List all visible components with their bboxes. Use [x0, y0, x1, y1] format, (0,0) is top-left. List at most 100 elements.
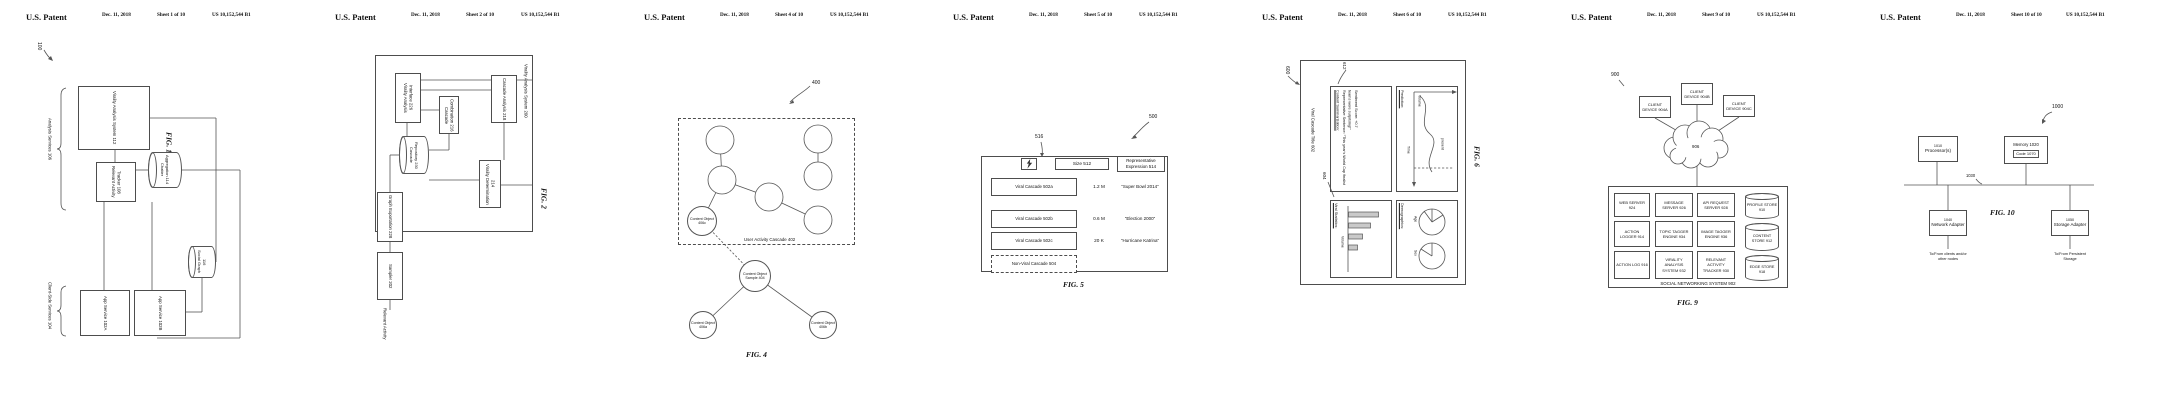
sheet-number: Sheet 5 of 10	[1084, 12, 1112, 18]
fig6-demographics-heading: Demographics:	[1399, 203, 1404, 229]
fig6-time-axis-label: Time	[1406, 146, 1410, 154]
fig1-social-graph-cylinder: Social Graph 116	[188, 246, 216, 278]
fig9-message-server-box: MESSAGE SERVER 926	[1655, 193, 1693, 217]
fig6-age-pie-label: Age	[1413, 216, 1417, 222]
fig10-storage-note: To/From Persistent Storage	[2048, 252, 2092, 261]
fig9-profile-store-cylinder: PROFILE STORE 910	[1745, 193, 1779, 219]
fig10-network-adapter-box: 1040 Network Adapter	[1929, 210, 1967, 236]
patent-date: Dec. 11, 2018	[1647, 12, 1676, 18]
patent-sheet-2: U.S. Patent Dec. 11, 2018 Sheet 2 of 10 …	[309, 0, 618, 400]
patent-sheet-1: U.S. Patent Dec. 11, 2018 Sheet 1 of 10 …	[0, 0, 309, 400]
fig1-chatter-aggregation-cylinder: Chatter Aggregation 114	[148, 152, 182, 188]
fig9-cloud-reference: 906	[1692, 144, 1699, 150]
fig9-virality-analysis-system-box: VIRALITY ANALYSIS SYSTEM 932	[1655, 251, 1693, 279]
fig9-web-server-box: WEB SERVER 924	[1614, 193, 1650, 217]
patent-number: US 10,152,544 B1	[830, 12, 869, 18]
fig6-stats-heading: Viral Statistics:	[1333, 203, 1338, 228]
patent-title: U.S. Patent	[1262, 12, 1303, 22]
fig5-viral-cascade-row: Viral Cascade 502a	[991, 178, 1077, 196]
patent-date: Dec. 11, 2018	[102, 12, 131, 18]
fig2-virality-analysis-interface-box: Virality Analysis Interface 226	[395, 73, 421, 123]
fig5-reference-numeral: 500	[1149, 114, 1157, 120]
fig1-relevant-activity-tracker-box: Relevant Activity Tracker 108	[96, 162, 136, 202]
fig1-connector-lines	[0, 0, 309, 400]
fig9-client-device-b-box: CLIENT DEVICE 904B	[1681, 83, 1713, 105]
fig1-analysis-services-brace-label: Analysis Services 106	[47, 118, 52, 160]
fig1-caption: FIG. 1	[164, 132, 173, 153]
fig6-content-summarization-text: Content Summarization: Representative Se…	[1333, 90, 1389, 188]
fig2-cascade-repository-cylinder: Cascade Repository 230	[399, 136, 429, 174]
fig9-image-tagger-engine-box: IMAGE TAGGER ENGINE 936	[1697, 221, 1735, 247]
patent-date: Dec. 11, 2018	[1956, 12, 1985, 18]
fig2-relevant-activity-input-label: Relevant Activity	[382, 308, 387, 340]
fig9-reference-numeral: 900	[1611, 72, 1619, 78]
fig6-reference-numeral: 600	[1284, 66, 1290, 74]
fig9-topic-tagger-engine-box: TOPIC TAGGER ENGINE 934	[1655, 221, 1693, 247]
fig6-summary-score: Sentiment Score: +0.7	[1353, 90, 1359, 188]
fig4-content-object-b-node: Content Object 406b	[809, 311, 837, 339]
fig9-action-log-box: ACTION LOG 916	[1614, 251, 1650, 279]
fig10-memory-box: Memory 1020 Code 1070	[2004, 136, 2048, 164]
patent-sheet-4: U.S. Patent Dec. 11, 2018 Sheet 4 of 10 …	[618, 0, 927, 400]
patent-title: U.S. Patent	[1571, 12, 1612, 22]
patent-sheet-9: U.S. Patent Dec. 11, 2018 Sheet 9 of 10 …	[1545, 0, 1854, 400]
patent-number: US 10,152,544 B1	[1139, 12, 1178, 18]
fig6-caption: FIG. 6	[1472, 146, 1481, 167]
patent-title: U.S. Patent	[644, 12, 685, 22]
fig10-network-note: To/From clients and/or other nodes	[1926, 252, 1970, 261]
fig6-present-marker-label: present	[1440, 138, 1444, 150]
fig10-reference-numeral: 1000	[2052, 104, 2063, 110]
patent-sheet-10: U.S. Patent Dec. 11, 2018 Sheet 10 of 10…	[1854, 0, 2163, 400]
fig6-prediction-heading: Prediction:	[1399, 90, 1404, 108]
fig5-viral-cascade-row: Viral Cascade 502b	[991, 210, 1077, 228]
patent-title: U.S. Patent	[953, 12, 994, 22]
fig5-expression-value: “Election 2000”	[1113, 216, 1167, 222]
fig1-virality-analysis-system-box: Virality Analysis System 112	[78, 86, 150, 150]
fig5-viral-cascade-row: Viral Cascade 502c	[991, 232, 1077, 250]
fig5-size-column-header: Size 512	[1055, 158, 1109, 170]
patent-date: Dec. 11, 2018	[1029, 12, 1058, 18]
fig5-icon-header-cell	[1021, 158, 1037, 170]
fig2-cascade-combination-box: Cascade Combination 216	[439, 96, 459, 134]
fig6-demographics-panel	[1396, 200, 1458, 278]
fig10-bus-label: 1030	[1966, 173, 1975, 178]
fig2-system-label: Virality Analysis System 200	[523, 64, 528, 118]
fig10-network-adapter-label: Network Adapter	[1931, 222, 1964, 228]
sheet-number: Sheet 2 of 10	[466, 12, 494, 18]
fig6-summary-heading: Content Summarization:	[1334, 90, 1340, 188]
fig5-expression-value: “Super Bowl 2014”	[1113, 184, 1167, 190]
fig2-cascade-analysis-box: Cascade Analysis 218	[491, 75, 517, 123]
fig6-summary-sentence: Representative Sentence: “This year's Wo…	[1341, 90, 1352, 188]
fig9-system-label: SOCIAL NETWORKING SYSTEM 902	[1608, 281, 1788, 287]
fig9-content-store-cylinder: CONTENT STORE 912	[1745, 223, 1779, 251]
fig4-content-object-a-node: Content Object 406a	[689, 311, 717, 339]
fig10-caption: FIG. 10	[1990, 208, 2015, 217]
fig5-expression-value: “Hurricane Katrina”	[1113, 238, 1167, 244]
patent-number: US 10,152,544 B1	[212, 12, 251, 18]
fig4-content-object-c-node: Content Object 406c	[687, 206, 717, 236]
sheet-number: Sheet 9 of 10	[1702, 12, 1730, 18]
sheet-number: Sheet 6 of 10	[1393, 12, 1421, 18]
fig2-virality-determination-box: Virality Determination 214	[479, 160, 501, 208]
fig6-summary-reference-numeral: 612	[1342, 62, 1347, 70]
fig2-caption: FIG. 2	[539, 188, 548, 209]
fig6-sex-pie-label: Sex	[1413, 250, 1417, 256]
fig6-volume-axis-label: Volume	[1417, 95, 1421, 107]
patent-number: US 10,152,544 B1	[2066, 12, 2105, 18]
patent-title: U.S. Patent	[335, 12, 376, 22]
sheet-number: Sheet 10 of 10	[2011, 12, 2042, 18]
sheet-number: Sheet 4 of 10	[775, 12, 803, 18]
fig9-relevant-activity-tracker-box: RELEVANT ACTIVITY TRACKER 930	[1697, 251, 1735, 279]
fig6-stats-reference-numeral: 604	[1322, 172, 1327, 180]
fig1-app-service-a-box: App Service 102A	[80, 290, 130, 336]
fig10-storage-adapter-label: Storage Adapter	[2054, 222, 2087, 228]
fig10-processor-box: 1010 Processor(s)	[1918, 136, 1958, 162]
fig10-storage-adapter-box: 1050 Storage Adapter	[2051, 210, 2089, 236]
patent-number: US 10,152,544 B1	[521, 12, 560, 18]
fig5-icon-reference-numeral: 516	[1035, 134, 1043, 140]
fig1-app-service-b-box: App Service 102B	[134, 290, 186, 336]
patent-sheet-5: U.S. Patent Dec. 11, 2018 Sheet 5 of 10 …	[927, 0, 1236, 400]
fig9-edge-store-cylinder: EDGE STORE 918	[1745, 255, 1779, 281]
fig1-reference-numeral: 100	[36, 42, 42, 50]
patent-number: US 10,152,544 B1	[1757, 12, 1796, 18]
